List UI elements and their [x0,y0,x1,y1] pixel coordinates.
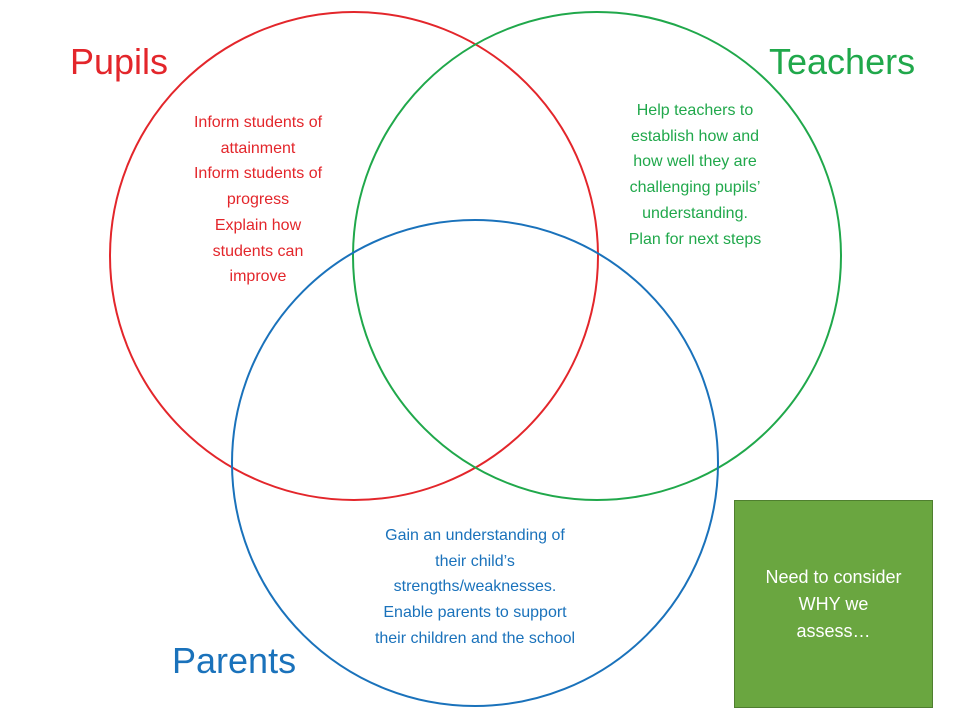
teachers-text-line: Help teachers to [636,102,754,119]
parents-text-line: Enable parents to support [383,604,567,622]
teachers-text-line: establish how and [630,127,760,145]
teachers-text-line: understanding. [642,204,748,222]
pupils-text-line: students can [212,242,304,260]
pupils-text: Inform students of attainment Inform stu… [148,110,368,290]
pupils-label: Pupils [70,41,169,82]
parents-label: Parents [172,640,297,681]
pupils-text-line: Explain how [214,216,302,234]
teachers-text-line: how well they are [633,153,757,171]
callout-text-line: assess… [796,620,871,641]
callout-text-line: WHY we [798,593,869,614]
pupils-circle [109,11,599,501]
pupils-text-line: Inform students of [193,114,323,131]
parents-text-line: their children and the school [374,629,576,647]
pupils-text-line: Inform students of [193,165,323,183]
teachers-text-line: challenging pupils’ [629,179,761,197]
parents-text-line: strengths/weaknesses. [393,578,557,596]
parents-text: Gain an understanding of their child’s s… [330,523,620,652]
teachers-label: Teachers [769,41,916,82]
parents-text-line: their child’s [435,552,515,570]
callout-text-line: Need to consider [765,566,902,587]
pupils-text-line: progress [226,191,290,209]
pupils-text-line: attainment [220,139,296,157]
callout-text: Need to consider WHY we assess… [765,564,901,645]
parents-circle [231,219,719,707]
pupils-text-line: improve [229,268,287,286]
parents-text-line: Gain an understanding of [385,527,565,544]
teachers-circle [352,11,842,501]
teachers-text-line: Plan for next steps [628,230,762,248]
why-assess-callout: Need to consider WHY we assess… [734,500,933,708]
teachers-text: Help teachers to establish how and how w… [585,98,805,252]
